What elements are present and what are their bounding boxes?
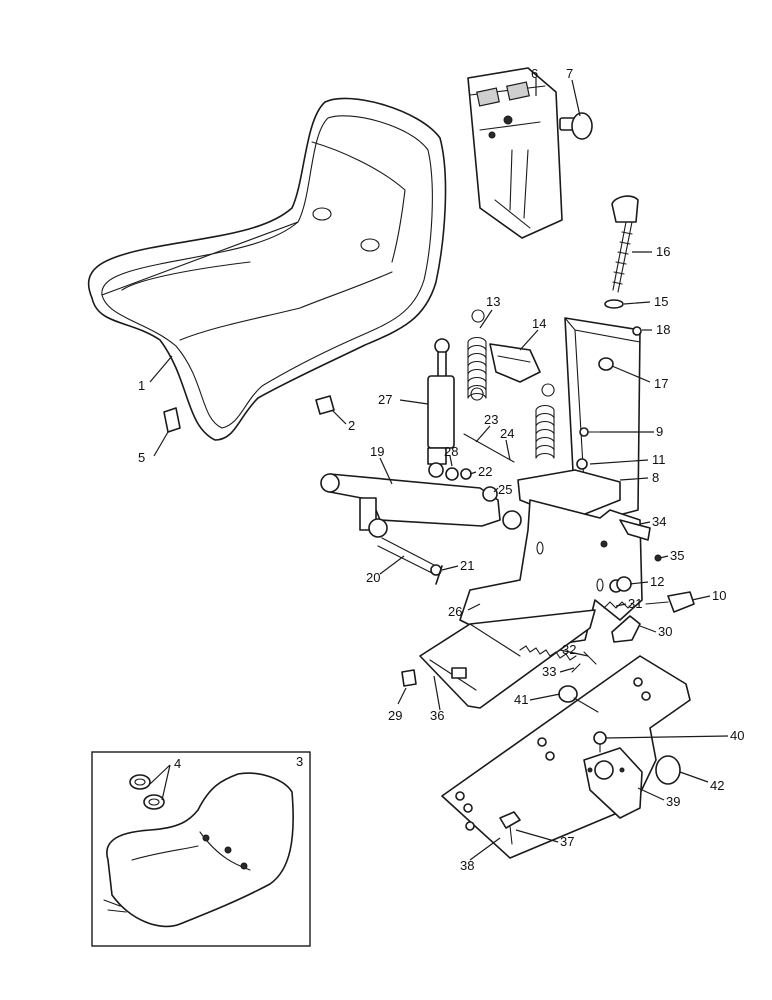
callout-14: 14 xyxy=(532,316,546,331)
clip-2 xyxy=(315,395,335,415)
callout-28: 28 xyxy=(444,444,458,459)
bush-12 xyxy=(616,576,632,592)
callout-42: 42 xyxy=(710,778,724,793)
adjuster-knob xyxy=(559,112,593,140)
pin-33 xyxy=(571,663,581,673)
callout-36: 36 xyxy=(430,708,444,723)
callout-18: 18 xyxy=(656,322,670,337)
callout-24: 24 xyxy=(500,426,514,441)
pin-32 xyxy=(583,651,597,665)
bolt-23 xyxy=(463,433,515,463)
callout-32: 32 xyxy=(562,642,576,657)
stop-34 xyxy=(619,519,651,541)
callout-25: 25 xyxy=(498,482,512,497)
leader-lines xyxy=(149,78,729,861)
callout-6: 6 xyxy=(531,66,538,81)
callout-31: 31 xyxy=(628,596,642,611)
catch-29 xyxy=(401,669,417,687)
callout-30: 30 xyxy=(658,624,672,639)
pivot-pin xyxy=(435,565,443,585)
callout-39: 39 xyxy=(666,794,680,809)
nut-28 xyxy=(445,467,459,481)
callout-37: 37 xyxy=(560,834,574,849)
callout-38: 38 xyxy=(460,858,474,873)
inset-seat-cover xyxy=(103,772,294,928)
callout-21: 21 xyxy=(460,558,474,573)
callout-26: 26 xyxy=(448,604,462,619)
pivot-shaft xyxy=(377,537,442,576)
latch-30 xyxy=(611,615,641,643)
callout-41: 41 xyxy=(514,692,528,707)
clip-5 xyxy=(163,407,181,433)
slide-rail xyxy=(419,609,596,709)
suspension-housing xyxy=(467,67,563,239)
callout-33: 33 xyxy=(542,664,556,679)
swivel-bracket-39 xyxy=(583,747,643,819)
callout-3: 3 xyxy=(296,754,303,769)
bolt-37 xyxy=(499,811,521,845)
callout-34: 34 xyxy=(652,514,666,529)
callout-23: 23 xyxy=(484,412,498,427)
callout-11: 11 xyxy=(652,452,666,467)
spring-strap xyxy=(489,343,541,383)
knob-10 xyxy=(645,591,695,613)
callout-20: 20 xyxy=(366,570,380,585)
callout-5: 5 xyxy=(138,450,145,465)
grommets xyxy=(129,774,165,810)
callout-1: 1 xyxy=(138,378,145,393)
callout-16: 16 xyxy=(656,244,670,259)
bush-42 xyxy=(655,755,681,785)
bush-22 xyxy=(460,468,472,480)
callout-13: 13 xyxy=(486,294,500,309)
callout-29: 29 xyxy=(388,708,402,723)
seat-pan xyxy=(87,97,447,441)
tension-spring-upper xyxy=(467,309,487,401)
callout-9: 9 xyxy=(656,424,663,439)
washer xyxy=(604,299,624,309)
callout-10: 10 xyxy=(712,588,726,603)
callout-15: 15 xyxy=(654,294,668,309)
callout-35: 35 xyxy=(670,548,684,563)
spacer-25 xyxy=(482,486,498,502)
callout-2: 2 xyxy=(348,418,355,433)
callout-4: 4 xyxy=(174,756,181,771)
callout-22: 22 xyxy=(478,464,492,479)
screw-40 xyxy=(593,731,607,753)
callout-19: 19 xyxy=(370,444,384,459)
callout-7: 7 xyxy=(566,66,573,81)
callout-40: 40 xyxy=(730,728,744,743)
callout-17: 17 xyxy=(654,376,668,391)
callout-labels: 1 2 3 4 5 6 7 8 9 10 11 12 13 14 15 16 1… xyxy=(138,66,744,873)
callout-27: 27 xyxy=(378,392,392,407)
callout-8: 8 xyxy=(652,470,659,485)
tension-spring-lower xyxy=(535,383,555,459)
shock-absorber xyxy=(427,338,455,478)
callout-12: 12 xyxy=(650,574,664,589)
adjusting-screw xyxy=(611,195,639,293)
linkage-arm xyxy=(320,473,522,538)
inset-frame xyxy=(91,751,311,947)
